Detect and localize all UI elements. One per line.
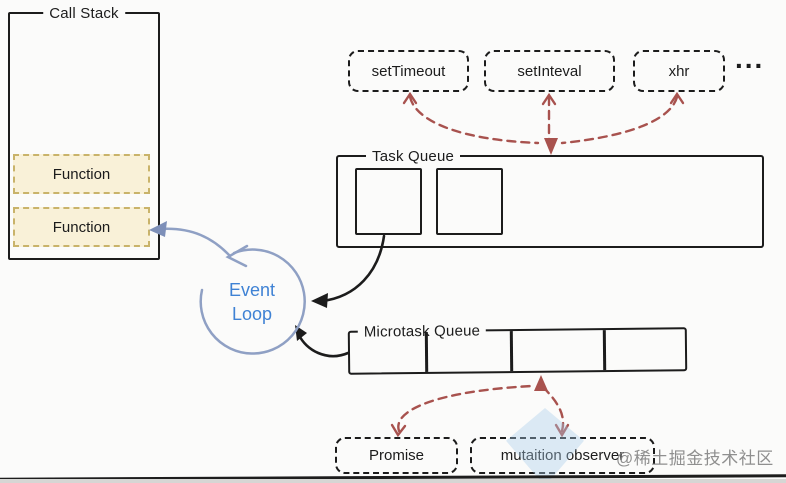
microqueue-to-eventloop-arrowhead [295, 325, 307, 341]
task-queue-slot-2 [436, 168, 503, 235]
microtask-cell-divider [509, 331, 513, 372]
bottom-edge-strip [0, 479, 786, 483]
promise-arrow-tail-tick [390, 423, 407, 438]
xhr-arrow-tail-tick [669, 91, 685, 105]
mutation-observer-box: mutaition observer [470, 437, 655, 474]
microtask-cell-divider [602, 330, 606, 371]
call-stack-box: Call Stack Function Function [8, 3, 160, 260]
event-loop-arc-open-arrowhead [225, 244, 249, 268]
settimeout-arrow-tail-tick [402, 91, 418, 105]
taskqueue-to-eventloop-arrowhead [311, 293, 328, 308]
taskqueue-arrowhead [544, 138, 558, 155]
microtask-queue-title: Microtask Queue [357, 320, 487, 343]
xhr-box: xhr [633, 50, 725, 92]
stack-frame-function-2: Function [13, 207, 150, 247]
promise-to-microqueue-arrow [397, 384, 534, 433]
microtask-queue-box: Microtask Queue [347, 320, 688, 375]
setinteval-arrow-tail-tick [541, 92, 557, 106]
watermark-text: @稀土掘金技术社区 [616, 449, 774, 468]
call-stack-title: Call Stack [43, 3, 125, 24]
event-loop-label-line1: Event [228, 280, 276, 300]
event-loop-label: Event Loop [206, 278, 298, 326]
microqueue-to-eventloop-arrow [297, 333, 350, 358]
task-queue-title: Task Queue [366, 146, 461, 167]
stack-frame-function-1: Function [13, 154, 150, 194]
settimeout-box: setTimeout [348, 50, 469, 92]
task-queue-slot-1 [355, 168, 422, 235]
event-loop-label-line2: Loop [231, 304, 273, 324]
microqueue-arrowhead [534, 375, 548, 391]
promise-box: Promise [335, 437, 458, 474]
xhr-to-taskqueue-arrow [560, 95, 679, 145]
settimeout-to-taskqueue-arrow [408, 95, 540, 145]
setinteval-box: setInteval [484, 50, 615, 92]
more-sources-ellipsis: ... [735, 43, 765, 74]
task-source-arrows [402, 91, 685, 145]
task-queue-box: Task Queue [336, 146, 764, 248]
eventloop-to-callstack-arrow [158, 227, 232, 258]
microtask-cell-divider [424, 331, 428, 372]
